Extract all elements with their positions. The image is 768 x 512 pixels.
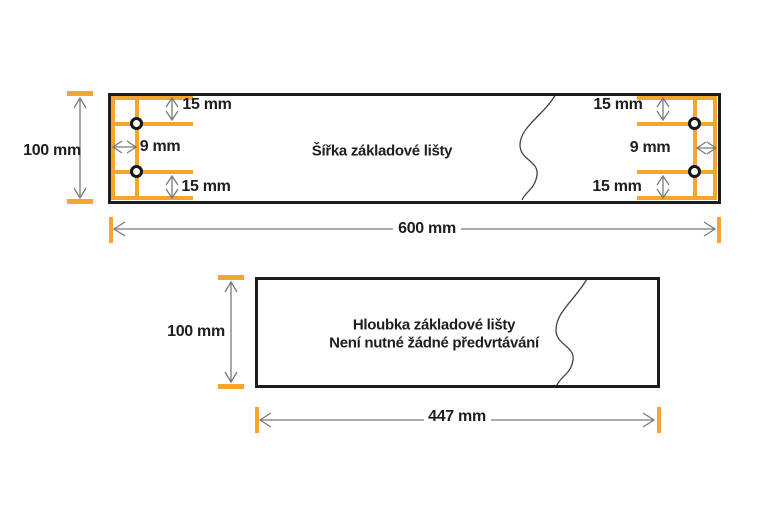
dim-tick: [109, 217, 113, 243]
dim-9mm-left: [111, 140, 138, 154]
top-profile-outline: [108, 93, 721, 204]
dim-tick: [657, 407, 661, 433]
guide-line-left-hole2: [111, 170, 193, 174]
label-15mm-top-right: 15 mm: [593, 96, 643, 113]
guide-line-right-hole1: [637, 122, 717, 126]
label-15mm-bottom-right: 15 mm: [592, 178, 642, 195]
guide-line-right-bottom: [637, 196, 717, 200]
dim-tick: [67, 199, 93, 204]
dim-tick: [717, 217, 721, 243]
guide-line-right-holes: [693, 96, 697, 200]
label-height-top: 100 mm: [23, 142, 81, 159]
label-caption-bottom-line1: Hloubka základové lišty: [352, 316, 516, 334]
bottom-profile-outline: [255, 277, 660, 388]
break-line-top: [519, 93, 557, 201]
dim-447mm: [258, 412, 656, 428]
dim-tick: [218, 275, 244, 280]
guide-line-left-hole1: [111, 122, 193, 126]
guide-line-right-top: [637, 96, 717, 100]
guide-line-left-edge: [111, 96, 115, 200]
dim-15mm-top-right: [656, 96, 670, 122]
dim-15mm-bottom-right: [656, 174, 670, 200]
label-15mm-top-left: 15 mm: [182, 96, 232, 113]
dim-600mm: [112, 221, 717, 237]
guide-line-right-hole2: [637, 170, 717, 174]
dim-9mm-right: [695, 141, 718, 155]
dim-15mm-top-left: [165, 96, 179, 122]
screw-hole-bottom-left: [130, 165, 143, 178]
dim-tick: [255, 407, 259, 433]
dim-100mm-bottom: [224, 280, 238, 384]
label-caption-bottom-line2: Není nutné žádné předvrtávání: [329, 334, 539, 352]
label-width-top: 600 mm: [398, 220, 456, 237]
label-height-bottom: 100 mm: [167, 323, 225, 340]
label-9mm-left: 9 mm: [139, 138, 181, 155]
dim-15mm-bottom-left: [165, 174, 179, 200]
dim-100mm-top: [73, 96, 87, 200]
dim-tick: [67, 91, 93, 96]
dim-tick: [218, 384, 244, 389]
guide-line-left-top: [111, 96, 193, 100]
break-line-bottom: [555, 278, 588, 386]
label-15mm-bottom-left: 15 mm: [181, 178, 231, 195]
label-caption-top: Šířka základové lišty: [311, 142, 453, 160]
label-width-bottom: 447 mm: [428, 408, 486, 425]
label-9mm-right: 9 mm: [629, 139, 671, 156]
screw-hole-top-left: [130, 117, 143, 130]
screw-hole-top-right: [688, 117, 701, 130]
guide-line-left-bottom: [111, 196, 193, 200]
guide-line-left-holes: [135, 96, 139, 200]
screw-hole-bottom-right: [688, 165, 701, 178]
